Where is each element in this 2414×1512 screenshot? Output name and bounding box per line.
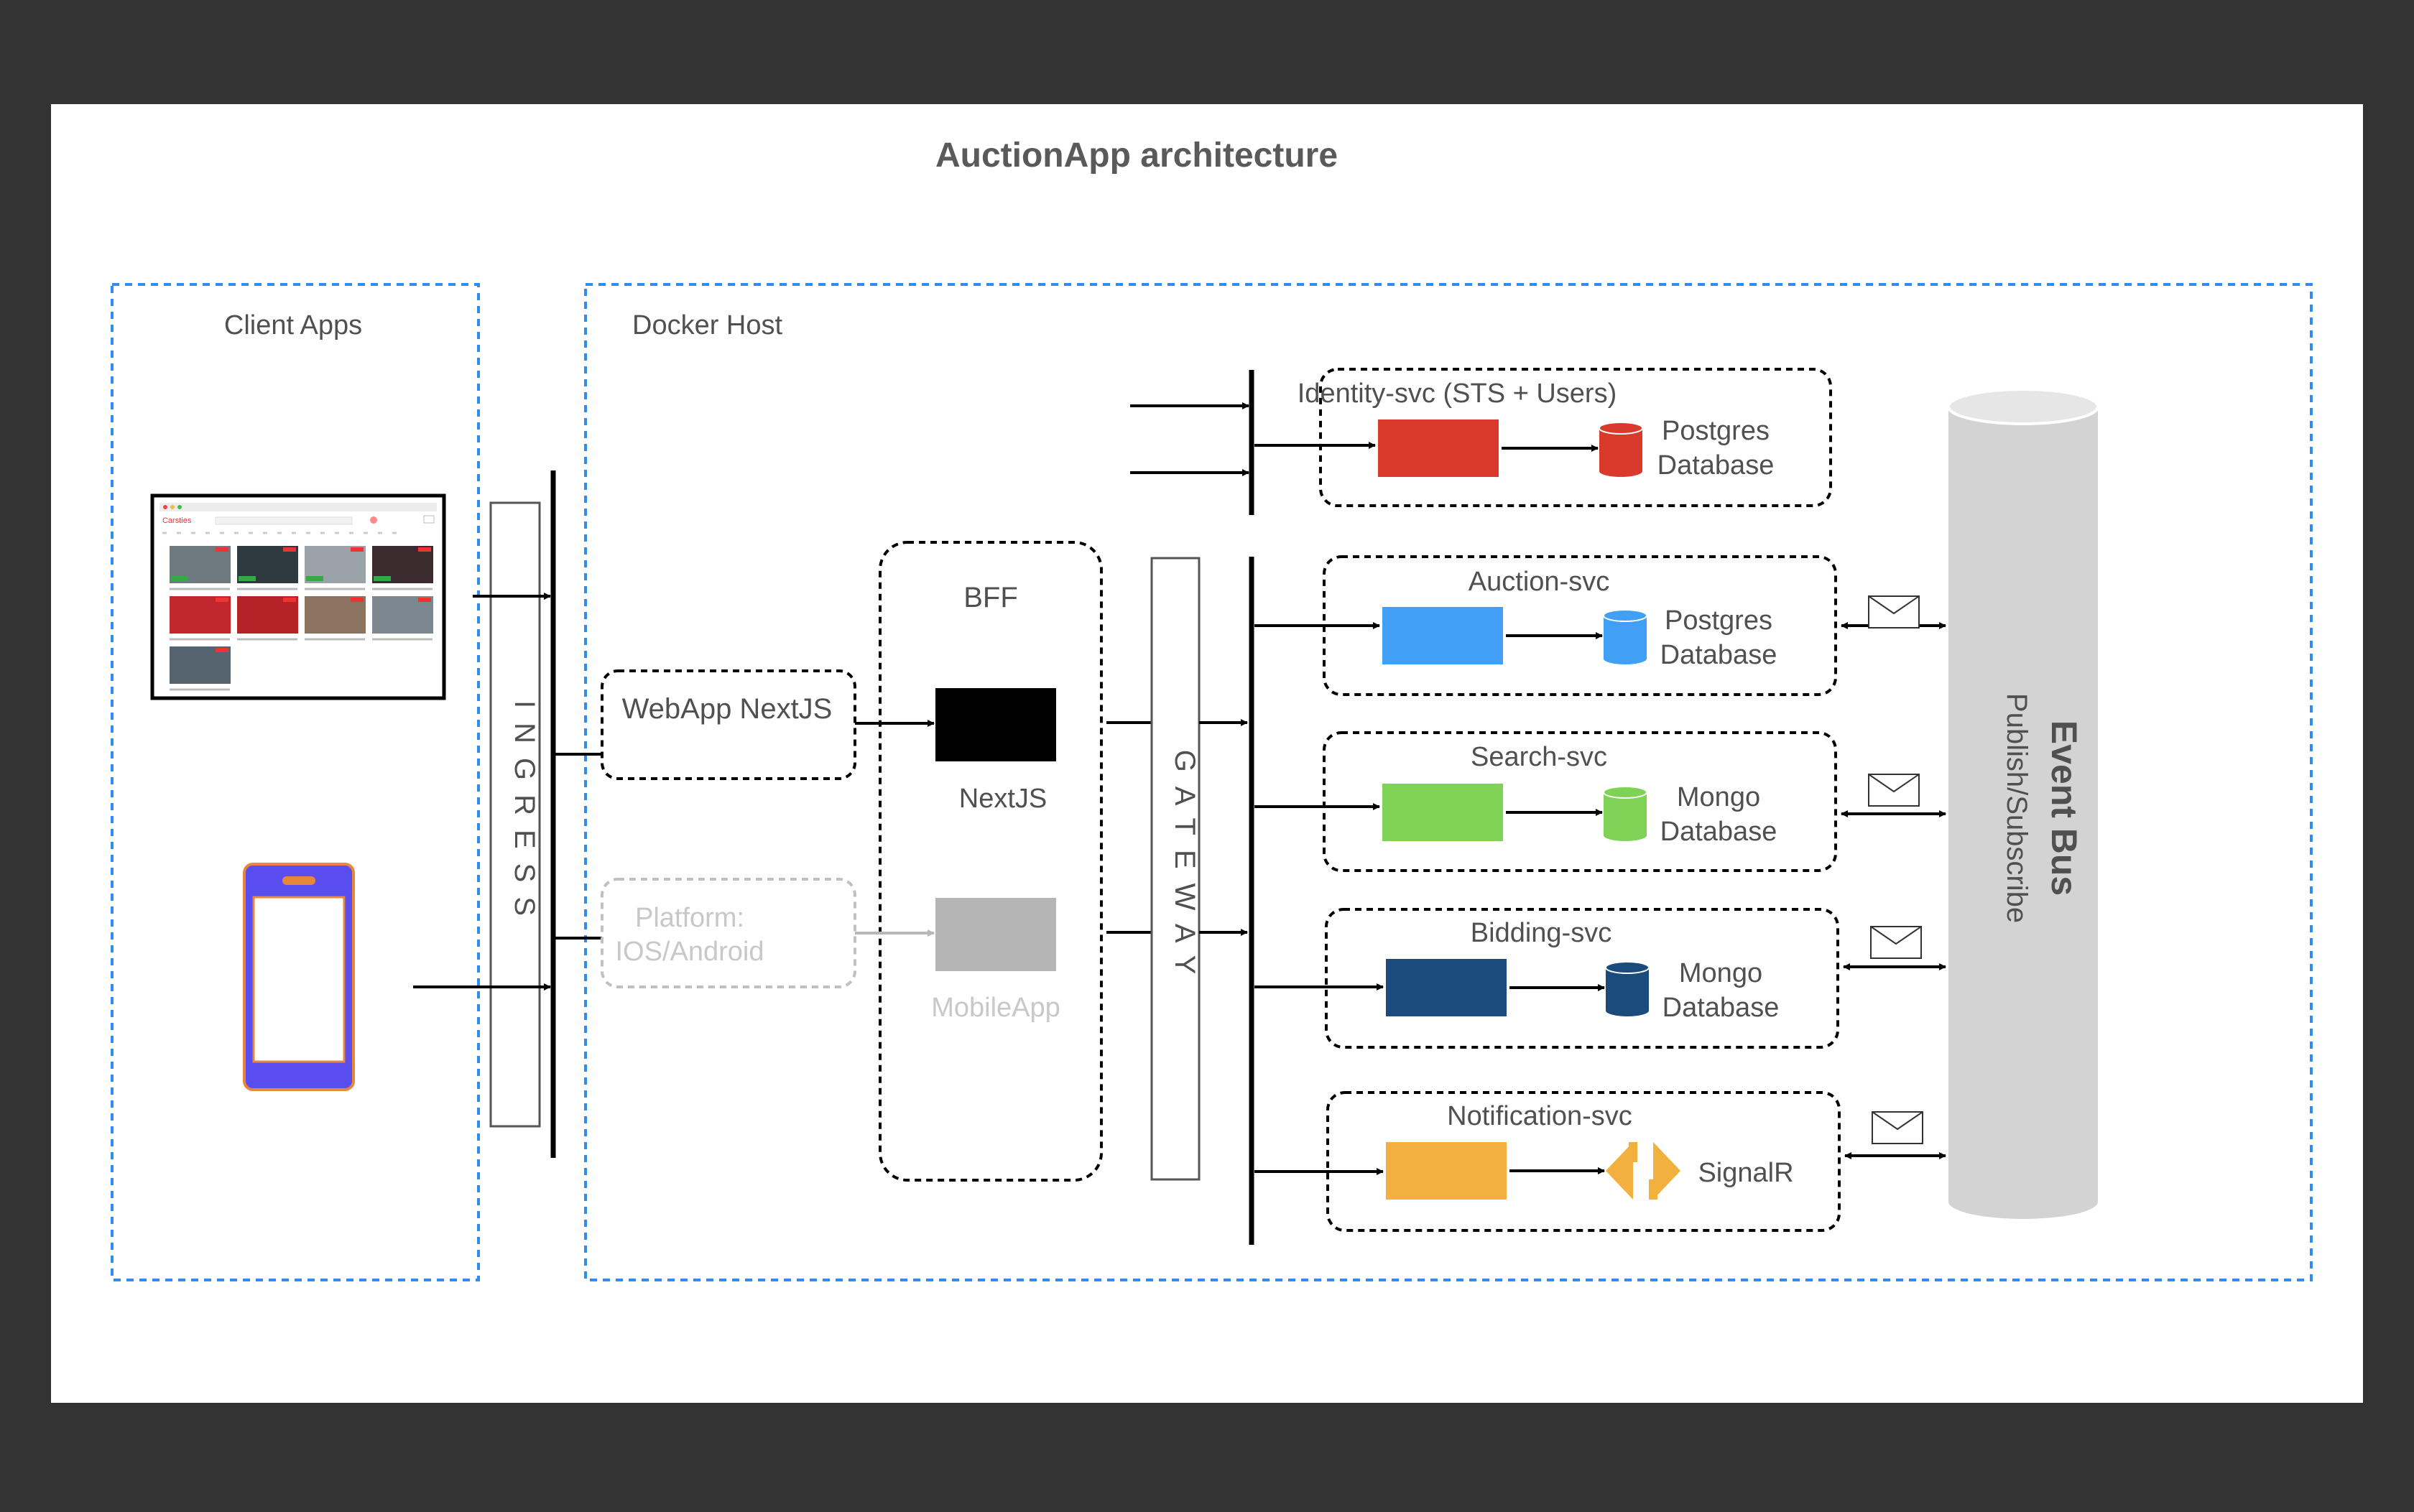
database-cylinder-icon bbox=[1599, 422, 1643, 477]
nextjs-bff-block bbox=[935, 688, 1056, 761]
service-box bbox=[1323, 731, 1837, 872]
platform-box bbox=[601, 878, 856, 988]
database-label-line1: Mongo bbox=[1677, 782, 1760, 812]
service-name: Search-svc bbox=[1471, 742, 1607, 772]
service-block bbox=[1382, 607, 1503, 664]
event-bus-subtitle: Publish/Subscribe bbox=[2001, 693, 2033, 923]
service-name: Bidding-svc bbox=[1471, 918, 1611, 948]
database-label-line1: Mongo bbox=[1679, 958, 1762, 988]
mobileapp-bff-block bbox=[935, 898, 1056, 971]
signalr-label: SignalR bbox=[1698, 1158, 1793, 1188]
message-envelope-icon bbox=[1868, 774, 1920, 807]
client-apps-boundary bbox=[111, 283, 480, 1281]
database-label-line1: Postgres bbox=[1665, 606, 1772, 636]
database-label-line2: Database bbox=[1657, 450, 1775, 481]
screenshot-brand: Carsties bbox=[162, 516, 192, 525]
service-block bbox=[1386, 1142, 1507, 1200]
signalr-icon bbox=[1606, 1142, 1680, 1200]
ingress-bar bbox=[489, 501, 541, 1128]
mobile-phone-device bbox=[243, 863, 355, 1091]
bff-label: BFF bbox=[963, 582, 1018, 613]
service-box bbox=[1325, 908, 1839, 1049]
database-cylinder-icon bbox=[1605, 961, 1650, 1016]
service-group-1: Identity-svc (STS + Users) PostgresDataba… bbox=[1254, 368, 1832, 507]
gateway-bar bbox=[1150, 557, 1201, 1181]
service-box bbox=[1319, 368, 1832, 507]
mobileapp-bff-label: MobileApp bbox=[931, 993, 1060, 1023]
platform-label-line1: Platform: bbox=[635, 903, 744, 933]
docker-host-boundary bbox=[584, 283, 2313, 1281]
service-box bbox=[1326, 1091, 1841, 1232]
ingress-label: INGRESS bbox=[509, 700, 540, 930]
webapp-nextjs-label: WebApp NextJS bbox=[622, 693, 833, 725]
gateway-label: GATEWAY bbox=[1169, 750, 1201, 989]
service-name: Identity-svc (STS + Users) bbox=[1298, 379, 1617, 409]
database-cylinder-icon bbox=[1603, 786, 1647, 841]
nextjs-bff-label: NextJS bbox=[959, 784, 1047, 814]
database-label-line2: Database bbox=[1660, 640, 1777, 670]
docker-host-label: Docker Host bbox=[632, 310, 782, 340]
service-name: Notification-svc bbox=[1447, 1101, 1632, 1131]
database-label-line1: Postgres bbox=[1662, 416, 1770, 446]
phone-speaker-icon bbox=[282, 876, 315, 885]
database-cylinder-icon bbox=[1603, 609, 1647, 664]
webapp-nextjs-box bbox=[601, 669, 856, 780]
message-envelope-icon bbox=[1868, 595, 1920, 629]
diagram-title: AuctionApp architecture bbox=[935, 136, 1338, 175]
web-app-screenshot: Carsties bbox=[150, 493, 446, 700]
bff-box bbox=[879, 541, 1103, 1182]
event-bus-cylinder bbox=[1947, 388, 2099, 1219]
service-block bbox=[1382, 784, 1503, 841]
service-block bbox=[1378, 419, 1499, 477]
event-bus-title: Event Bus bbox=[2044, 720, 2084, 896]
client-apps-label: Client Apps bbox=[224, 310, 362, 340]
platform-label-line2: IOS/Android bbox=[616, 937, 764, 967]
service-block bbox=[1386, 959, 1507, 1016]
services-layer: Identity-svc (STS + Users)PostgresDataba… bbox=[1254, 368, 1946, 1232]
database-label-line2: Database bbox=[1660, 817, 1777, 847]
message-envelope-icon bbox=[1870, 926, 1922, 959]
message-envelope-icon bbox=[1872, 1111, 1923, 1144]
database-label-line2: Database bbox=[1662, 993, 1780, 1023]
service-name: Auction-svc bbox=[1469, 567, 1609, 597]
